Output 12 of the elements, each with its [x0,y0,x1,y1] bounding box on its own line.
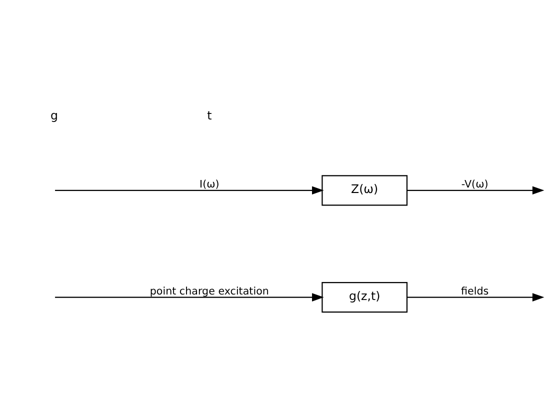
edge-label: fields [460,286,489,298]
edge-label: I(ω) [200,178,220,191]
node-box: Z(ω) [322,175,408,206]
edge-label: point charge excitation [150,286,269,298]
label: g [50,108,58,122]
label: t [207,108,212,122]
edge-label: -V(ω) [461,178,488,191]
node-box: g(z,t) [322,282,408,313]
arrow [407,293,544,302]
arrow [407,186,544,195]
arrow [55,186,324,195]
arrow [55,293,324,302]
